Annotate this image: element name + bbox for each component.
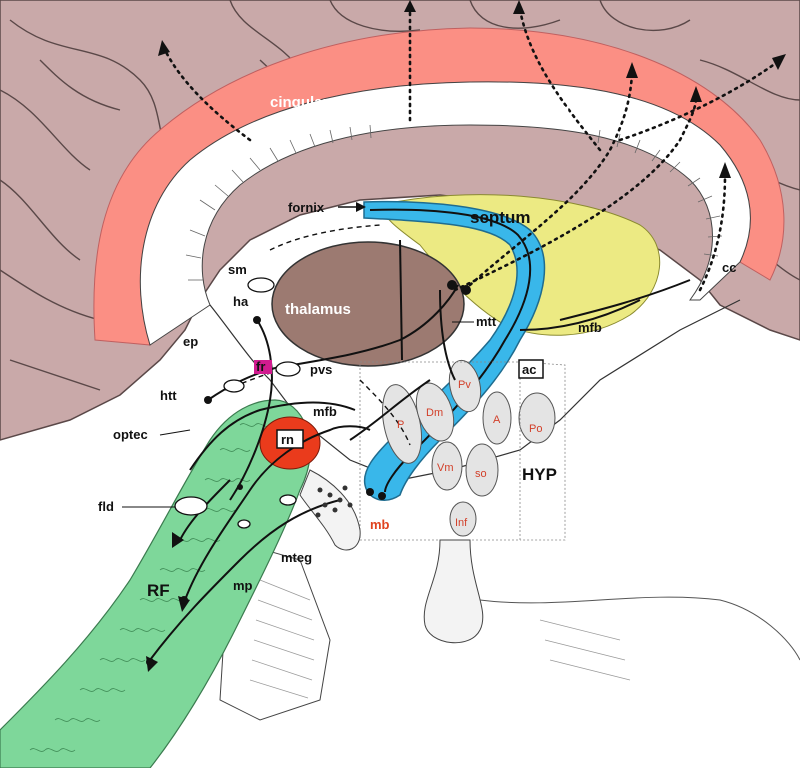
nucleus-po — [518, 392, 556, 444]
label-thalamus: thalamus — [285, 301, 351, 318]
nucleus-pv — [448, 359, 482, 413]
label-nucleus-p: P — [397, 419, 404, 431]
nucleus-so — [465, 443, 499, 497]
optec-pointer — [159, 429, 191, 436]
label-septum: septum — [470, 208, 530, 227]
label-nucleus-a: A — [493, 414, 501, 426]
label-fr: fr — [256, 359, 265, 374]
hypothalamic-nuclei — [382, 359, 556, 537]
label-fld: fld — [98, 499, 114, 514]
nucleus-a — [482, 391, 512, 445]
pons-outline — [479, 596, 800, 661]
label-nucleus-so: so — [475, 468, 487, 480]
label-pvs: pvs — [310, 362, 332, 377]
label-ep: ep — [183, 334, 198, 349]
label-sm: sm — [228, 262, 247, 277]
label-mfb-mid: mfb — [313, 404, 337, 419]
dashed-tracts — [224, 224, 411, 446]
label-optec: optec — [113, 427, 148, 442]
label-nucleus-vm: Vm — [437, 462, 454, 474]
label-rn: rn — [281, 432, 294, 447]
junction-dots — [146, 280, 471, 666]
label-nucleus-inf: Inf — [455, 517, 468, 529]
label-mb: mb — [370, 517, 390, 532]
thalamus-region — [271, 241, 465, 367]
label-mp: mp — [233, 578, 253, 593]
label-ac: ac — [522, 362, 536, 377]
papez-circuit-arrows — [163, 6, 782, 292]
mesencephalic-dots — [315, 485, 353, 518]
label-nucleus-dm: Dm — [426, 407, 443, 419]
corpus-callosum — [139, 81, 751, 346]
label-rf: RF — [147, 581, 170, 600]
label-nucleus-pv: Pv — [458, 379, 471, 391]
label-mtt: mtt — [476, 314, 497, 329]
nucleus-vm — [431, 441, 463, 491]
label-nucleus-po: Po — [529, 423, 542, 435]
fr-marker — [254, 360, 272, 374]
label-papez-circuit: “Papez circuit” — [492, 101, 600, 118]
brainstem-hatching — [249, 579, 631, 699]
label-mfb-upper: mfb — [578, 320, 602, 335]
label-hyp: HYP — [522, 465, 557, 484]
nucleus-inf — [449, 501, 477, 537]
fornix-pointer-head — [356, 202, 366, 212]
label-mteg: mteg — [281, 550, 312, 565]
label-cingular-cortex: cingular cortex — [270, 94, 378, 111]
label-fornix: fornix — [288, 200, 325, 215]
ac-box — [518, 359, 544, 379]
label-cc: cc — [722, 260, 736, 275]
label-ha: ha — [233, 294, 249, 309]
label-htt: htt — [160, 388, 177, 403]
callosum-hatching — [185, 124, 723, 281]
rn-box — [276, 429, 304, 449]
tract-markers — [174, 277, 301, 529]
